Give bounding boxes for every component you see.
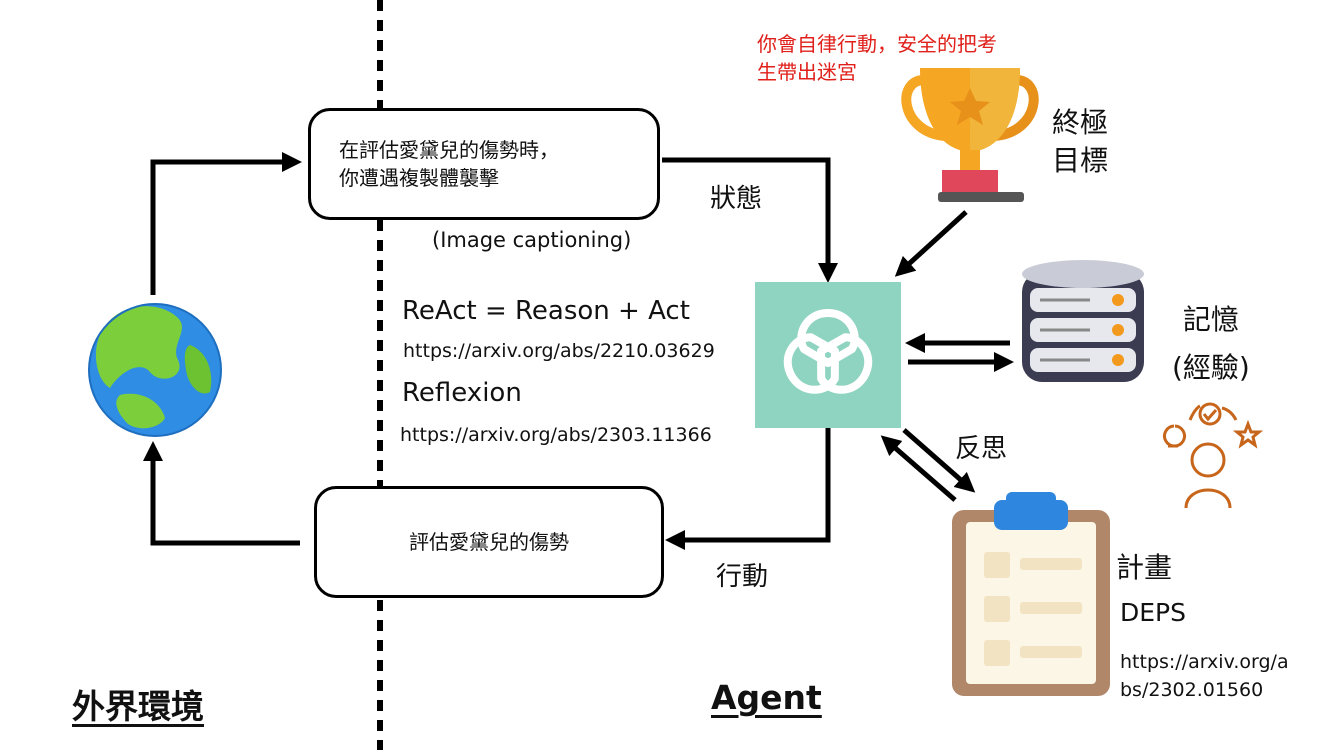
environment-heading: 外界環境 <box>72 687 204 726</box>
state-line-2: 你遭遇複製體襲擊 <box>339 166 499 190</box>
database-icon <box>1022 260 1144 382</box>
memory-label-line-2: (經驗) <box>1172 351 1250 384</box>
goal-label-line-1: 終極 <box>1052 106 1109 139</box>
arrow-agent-to-plan <box>902 428 976 493</box>
plan-label: 計畫 <box>1116 551 1173 584</box>
goal-label: 終極 目標 <box>1052 104 1108 180</box>
reflexion-title: Reflexion <box>402 378 522 408</box>
plan-url-line-2: bs/2302.01560 <box>1120 679 1264 701</box>
goal-label-line-2: 目標 <box>1052 144 1109 177</box>
earth-icon <box>88 303 222 437</box>
plan-url: https://arxiv.org/a bs/2302.01560 <box>1120 648 1289 704</box>
trophy-icon <box>901 68 1039 202</box>
image-captioning-label: (Image captioning) <box>432 228 632 252</box>
agent-icon <box>755 282 901 428</box>
goal-note: 你會自律行動，安全的把考 生帶出迷宮 <box>757 30 997 86</box>
plan-url-line-1: https://arxiv.org/a <box>1120 651 1289 673</box>
reflexion-url: https://arxiv.org/abs/2303.11366 <box>400 424 712 446</box>
state-edge-label: 狀態 <box>710 184 763 214</box>
goal-note-line-2: 生帶出迷宮 <box>757 60 857 84</box>
react-url: https://arxiv.org/abs/2210.03629 <box>403 340 715 362</box>
action-box: 評估愛黛兒的傷勢 <box>314 486 664 598</box>
agent-heading: Agent <box>711 678 822 717</box>
state-box: 在評估愛黛兒的傷勢時， 你遭遇複製體襲擊 <box>308 108 660 220</box>
memory-label-line-1: 記憶 <box>1182 303 1239 336</box>
action-text: 評估愛黛兒的傷勢 <box>409 530 569 554</box>
state-line-1: 在評估愛黛兒的傷勢時， <box>339 138 559 162</box>
reflection-edge-label: 反思 <box>955 434 1008 464</box>
arrow-earth-to-state <box>150 152 303 295</box>
action-edge-label: 行動 <box>716 562 769 592</box>
plan-method: DEPS <box>1120 598 1186 627</box>
memory-label: 記憶 (經驗) <box>1172 296 1250 392</box>
arrow-action-to-earth <box>143 440 300 546</box>
arrow-plan-to-agent <box>880 435 957 502</box>
arrow-state-to-agent <box>662 157 838 284</box>
goal-note-line-1: 你會自律行動，安全的把考 <box>757 32 997 56</box>
clipboard-icon <box>952 492 1110 696</box>
experience-icon <box>1163 402 1264 509</box>
divider-line <box>377 0 383 750</box>
arrow-agent-to-action <box>664 425 831 550</box>
react-title: ReAct = Reason + Act <box>402 296 690 326</box>
arrow-goal-to-agent <box>894 210 968 277</box>
